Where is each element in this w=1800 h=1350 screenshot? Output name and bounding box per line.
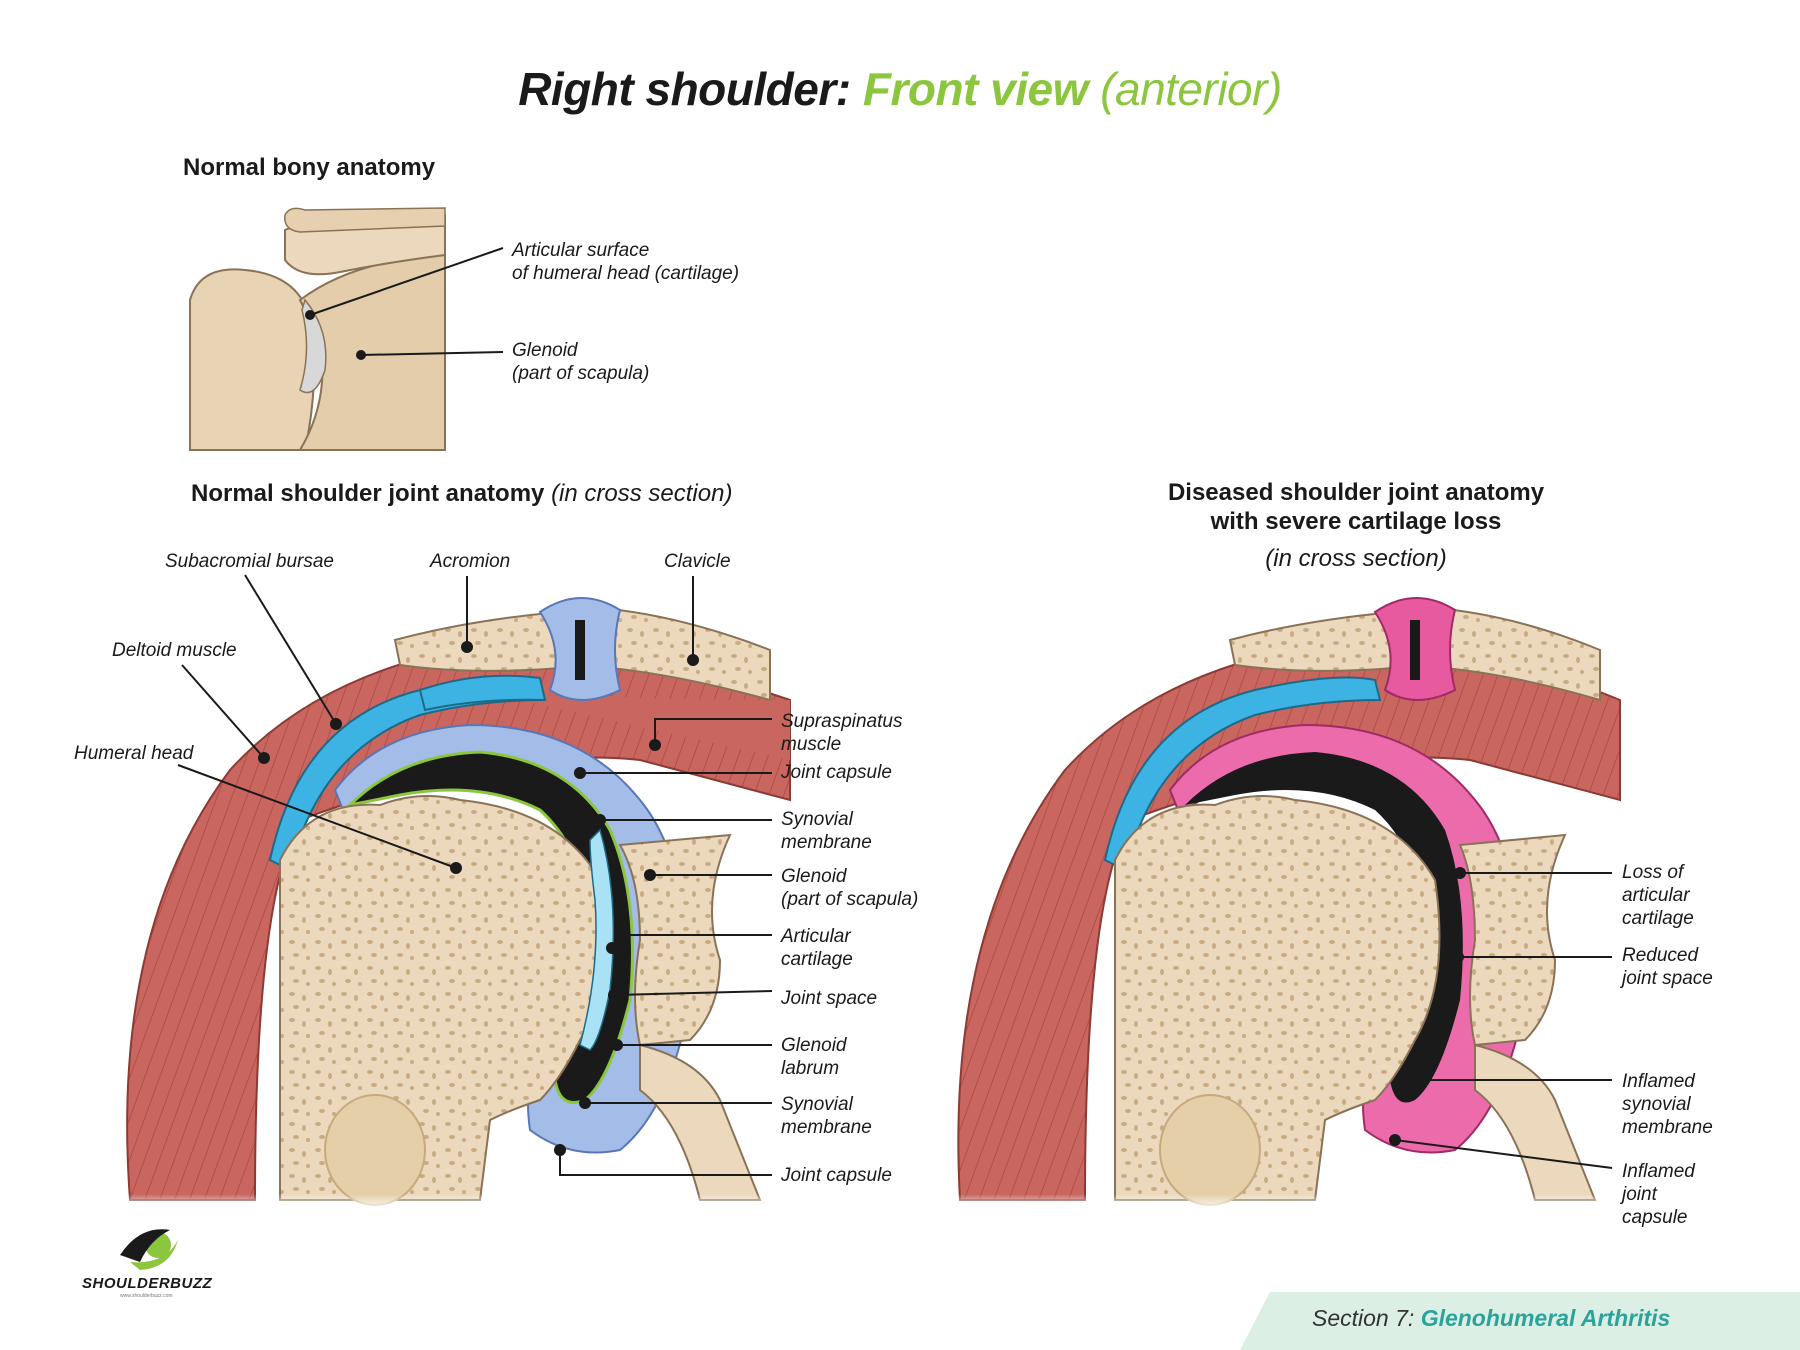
label-bony-glenoid-line1: Glenoid (512, 340, 578, 361)
label-articular-surface-line1: Articular surface (512, 240, 650, 261)
label-inflamed-syn-line3: membrane (1622, 1117, 1713, 1138)
label-inflamed-cap-line3: capsule (1622, 1207, 1688, 1228)
label-synovial-bottom-line1: Synovial (781, 1094, 853, 1115)
footer-band (1240, 1292, 1800, 1350)
label-articular-surface: Articular surface of humeral head (carti… (512, 239, 739, 285)
heading-normal-bony: Normal bony anatomy (183, 154, 436, 181)
diseased-leader-lines (1389, 867, 1613, 1169)
label-reduced-line2: joint space (1622, 968, 1713, 989)
label-bony-glenoid-line2: (part of scapula) (512, 363, 650, 384)
title-part3: (anterior) (1100, 63, 1282, 115)
label-deltoid-muscle: Deltoid muscle (112, 640, 237, 661)
label-supraspinatus-line1: Supraspinatus (781, 711, 903, 732)
logo-url: www.shoulderbuzz.com (120, 1293, 173, 1299)
title-part2: Front view (862, 63, 1089, 115)
label-inflamed-syn-line2: synovial (1622, 1094, 1691, 1115)
label-articular-cartilage-line1: Articular (781, 926, 851, 947)
label-supraspinatus-line2: muscle (781, 734, 842, 755)
label-bony-glenoid: Glenoid (part of scapula) (512, 339, 649, 385)
label-acromion: Acromion (430, 551, 511, 572)
label-joint-space: Joint space (781, 988, 878, 1009)
bony-anatomy-figure (189, 207, 504, 451)
label-humeral-head: Humeral head (74, 743, 194, 764)
footer-section-number: Section 7: (1312, 1305, 1415, 1331)
label-glenoid-labrum-line1: Glenoid (781, 1035, 847, 1056)
label-inflamed-syn-line1: Inflamed (1622, 1071, 1695, 1092)
label-loss-line1: Loss of (1622, 862, 1684, 883)
title-part1: Right shoulder (518, 63, 836, 115)
footer-section-label: Section 7: Glenohumeral Arthritis (1312, 1305, 1670, 1332)
label-synovial-top-line1: Synovial (781, 809, 853, 830)
label-loss-of-cartilage: Loss of articular cartilage (1622, 861, 1694, 930)
heading-normal-joint-main: Normal shoulder joint anatomy (191, 480, 545, 507)
label-joint-capsule-bottom: Joint capsule (781, 1165, 892, 1186)
label-clavicle: Clavicle (664, 551, 731, 572)
heading-normal-joint: Normal shoulder joint anatomy (in cross … (191, 480, 732, 508)
label-articular-cartilage-line2: cartilage (781, 949, 853, 970)
label-reduced-line1: Reduced (1622, 945, 1699, 966)
label-synovial-top-line2: membrane (781, 832, 872, 853)
label-glenoid-labrum: Glenoid labrum (781, 1034, 847, 1080)
diseased-cross-section (935, 597, 1655, 1210)
label-synovial-membrane-bottom: Synovial membrane (781, 1093, 872, 1139)
heading-normal-joint-suffix: (in cross section) (551, 480, 733, 507)
page-title: Right shoulder: Front view (anterior) (0, 62, 1800, 116)
label-glenoid-line2: (part of scapula) (781, 889, 919, 910)
label-supraspinatus-muscle: Supraspinatus muscle (781, 710, 902, 756)
label-articular-cartilage: Articular cartilage (781, 925, 853, 971)
heading-diseased-joint: Diseased shoulder joint anatomy with sev… (1100, 478, 1612, 573)
title-colon: : (835, 63, 863, 115)
label-inflamed-joint-capsule: Inflamed joint capsule (1622, 1160, 1695, 1229)
normal-cross-section (100, 597, 820, 1210)
label-glenoid-line1: Glenoid (781, 866, 847, 887)
shoulderbuzz-logo-mark (120, 1229, 178, 1270)
footer-section-topic: Glenohumeral Arthritis (1420, 1305, 1671, 1331)
label-inflamed-synovial-membrane: Inflamed synovial membrane (1622, 1070, 1713, 1139)
label-subacromial-bursae: Subacromial bursae (165, 551, 334, 572)
label-synovial-membrane-top: Synovial membrane (781, 808, 872, 854)
heading-diseased-line1: Diseased shoulder joint anatomy (1167, 479, 1545, 506)
label-reduced-joint-space: Reduced joint space (1622, 944, 1713, 990)
label-synovial-bottom-line2: membrane (781, 1117, 872, 1138)
label-glenoid-labrum-line2: labrum (781, 1058, 840, 1079)
label-glenoid: Glenoid (part of scapula) (781, 865, 918, 911)
label-articular-surface-line2: of humeral head (cartilage) (512, 263, 740, 284)
label-joint-capsule-top: Joint capsule (781, 762, 892, 783)
label-loss-line3: cartilage (1622, 908, 1694, 929)
logo-wordmark: SHOULDERBUZZ (82, 1275, 213, 1292)
heading-diseased-suffix: (in cross section) (1265, 545, 1447, 572)
label-inflamed-cap-line2: joint (1622, 1184, 1657, 1205)
label-inflamed-cap-line1: Inflamed (1622, 1161, 1695, 1182)
heading-diseased-line2: with severe cartilage loss (1210, 508, 1502, 535)
label-loss-line2: articular (1622, 885, 1690, 906)
normal-leader-lines (177, 574, 773, 1176)
